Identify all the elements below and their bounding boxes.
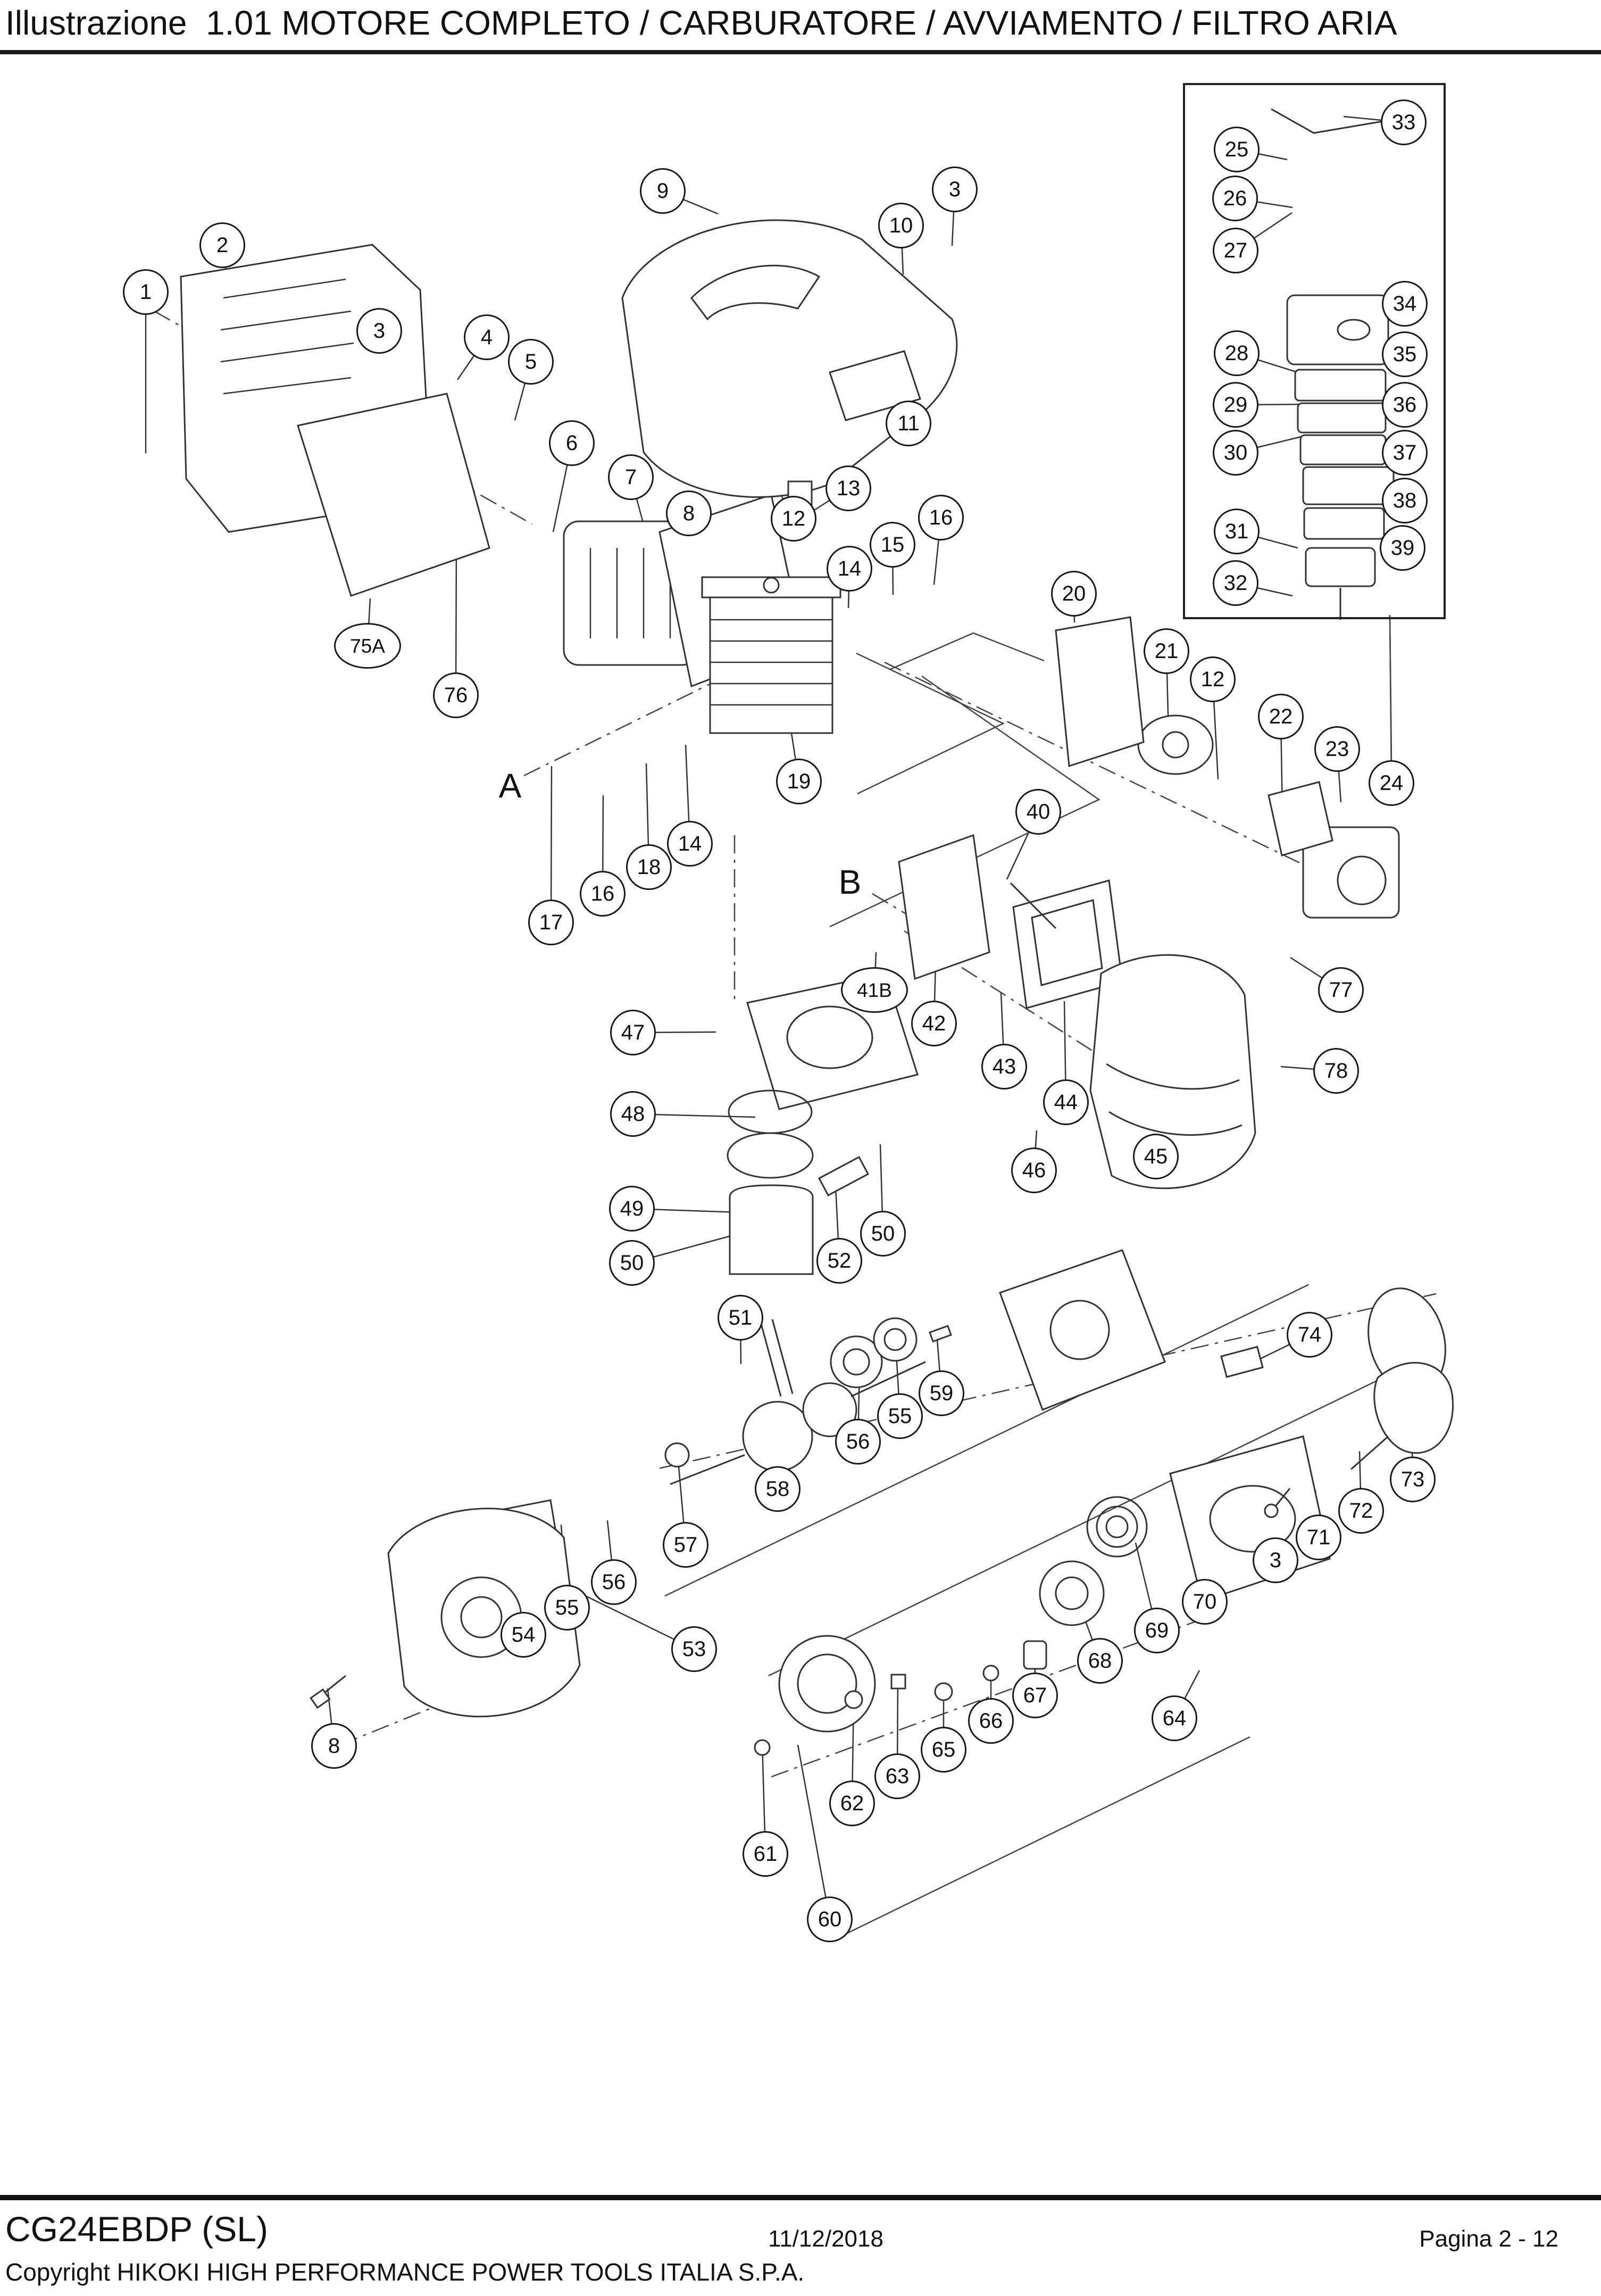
callout-69: 69 <box>1134 1608 1180 1653</box>
copyright-line: Copyright HIKOKI HIGH PERFORMANCE POWER … <box>5 2258 805 2286</box>
callout-21: 21 <box>1144 628 1189 674</box>
callout-12: 12 <box>1190 656 1236 702</box>
callout-16: 16 <box>580 871 626 917</box>
revision-date: 11/12/2018 <box>768 2226 883 2252</box>
callout-51: 51 <box>718 1295 763 1341</box>
callout-2: 2 <box>199 222 245 268</box>
callout-71: 71 <box>1296 1515 1341 1560</box>
callout-26: 26 <box>1212 176 1258 221</box>
callout-50: 50 <box>860 1211 906 1257</box>
callout-62: 62 <box>829 1781 875 1826</box>
callout-35: 35 <box>1382 331 1428 377</box>
callout-8: 8 <box>311 1723 357 1769</box>
leader-line-60 <box>797 1744 831 1920</box>
callout-4: 4 <box>464 314 510 360</box>
callout-13: 13 <box>825 465 871 511</box>
callout-45: 45 <box>1133 1134 1179 1179</box>
callout-66: 66 <box>968 1698 1014 1744</box>
callout-23: 23 <box>1314 726 1360 772</box>
callout-55: 55 <box>544 1585 590 1631</box>
callout-7: 7 <box>608 454 654 500</box>
callout-32: 32 <box>1213 560 1258 606</box>
callout-14: 14 <box>667 821 713 867</box>
callout-42: 42 <box>911 1001 957 1046</box>
callout-61: 61 <box>743 1831 788 1877</box>
page-number: Pagina 2 - 12 <box>1419 2226 1558 2252</box>
callout-50: 50 <box>609 1240 655 1286</box>
callout-9: 9 <box>640 168 686 214</box>
leader-line-17 <box>550 766 553 923</box>
callout-10: 10 <box>878 203 924 248</box>
callout-75A: 75A <box>334 623 401 669</box>
callout-49: 49 <box>609 1186 655 1232</box>
callout-56: 56 <box>591 1559 637 1605</box>
callout-20: 20 <box>1051 571 1097 617</box>
callout-40: 40 <box>1015 789 1061 835</box>
callout-53: 53 <box>671 1626 717 1672</box>
axis-letter-A: A <box>498 767 522 805</box>
callout-6: 6 <box>549 420 595 466</box>
axis-letter-B: B <box>838 863 862 901</box>
callout-56: 56 <box>835 1419 881 1465</box>
callout-57: 57 <box>663 1522 708 1568</box>
callout-19: 19 <box>776 759 822 804</box>
callout-77: 77 <box>1318 967 1364 1013</box>
callout-46: 46 <box>1011 1147 1057 1193</box>
callout-63: 63 <box>874 1753 920 1799</box>
callout-72: 72 <box>1338 1488 1384 1534</box>
callout-15: 15 <box>870 522 915 568</box>
footer-divider <box>0 2195 1601 2200</box>
callout-60: 60 <box>807 1896 853 1942</box>
callout-14: 14 <box>827 546 872 592</box>
callout-27: 27 <box>1213 228 1258 273</box>
callout-25: 25 <box>1214 127 1260 172</box>
callout-16: 16 <box>918 495 964 540</box>
callout-48: 48 <box>610 1091 656 1137</box>
callout-30: 30 <box>1213 430 1258 476</box>
carburetor-detail-box <box>1183 83 1446 619</box>
callout-68: 68 <box>1077 1638 1123 1684</box>
callout-18: 18 <box>626 844 672 890</box>
callout-1: 1 <box>123 269 169 315</box>
callout-12: 12 <box>771 496 816 542</box>
callout-78: 78 <box>1313 1048 1359 1094</box>
callout-64: 64 <box>1152 1695 1197 1741</box>
callout-39: 39 <box>1380 525 1425 571</box>
callout-3: 3 <box>932 167 978 212</box>
callout-70: 70 <box>1182 1579 1228 1625</box>
callout-73: 73 <box>1390 1457 1436 1502</box>
callout-54: 54 <box>501 1612 546 1658</box>
callout-8: 8 <box>666 490 712 536</box>
callout-76: 76 <box>433 672 479 718</box>
callout-24: 24 <box>1369 760 1414 806</box>
callout-44: 44 <box>1043 1079 1089 1125</box>
callout-55: 55 <box>877 1393 923 1439</box>
model-code: CG24EBDP (SL) <box>5 2209 268 2249</box>
callout-37: 37 <box>1382 430 1428 476</box>
callout-29: 29 <box>1213 382 1258 428</box>
callout-31: 31 <box>1214 509 1260 554</box>
callout-47: 47 <box>610 1010 656 1055</box>
callout-36: 36 <box>1382 382 1428 428</box>
callout-17: 17 <box>528 900 574 945</box>
callout-3: 3 <box>356 308 402 354</box>
callout-28: 28 <box>1214 330 1260 376</box>
callout-41B: 41B <box>841 967 908 1013</box>
callout-22: 22 <box>1258 694 1304 739</box>
callout-38: 38 <box>1382 478 1428 523</box>
callout-43: 43 <box>981 1044 1027 1089</box>
callout-58: 58 <box>755 1466 800 1512</box>
page-title: Illustrazione 1.01 MOTORE COMPLETO / CAR… <box>5 4 1397 42</box>
callout-11: 11 <box>886 401 931 446</box>
callout-34: 34 <box>1382 281 1428 327</box>
callout-33: 33 <box>1381 99 1427 145</box>
callout-74: 74 <box>1287 1312 1332 1358</box>
callout-52: 52 <box>816 1238 862 1284</box>
callout-3: 3 <box>1253 1537 1298 1583</box>
callout-65: 65 <box>921 1727 966 1773</box>
title-divider <box>0 50 1601 54</box>
callout-5: 5 <box>508 339 554 385</box>
callout-67: 67 <box>1012 1673 1058 1718</box>
callout-59: 59 <box>919 1370 964 1416</box>
